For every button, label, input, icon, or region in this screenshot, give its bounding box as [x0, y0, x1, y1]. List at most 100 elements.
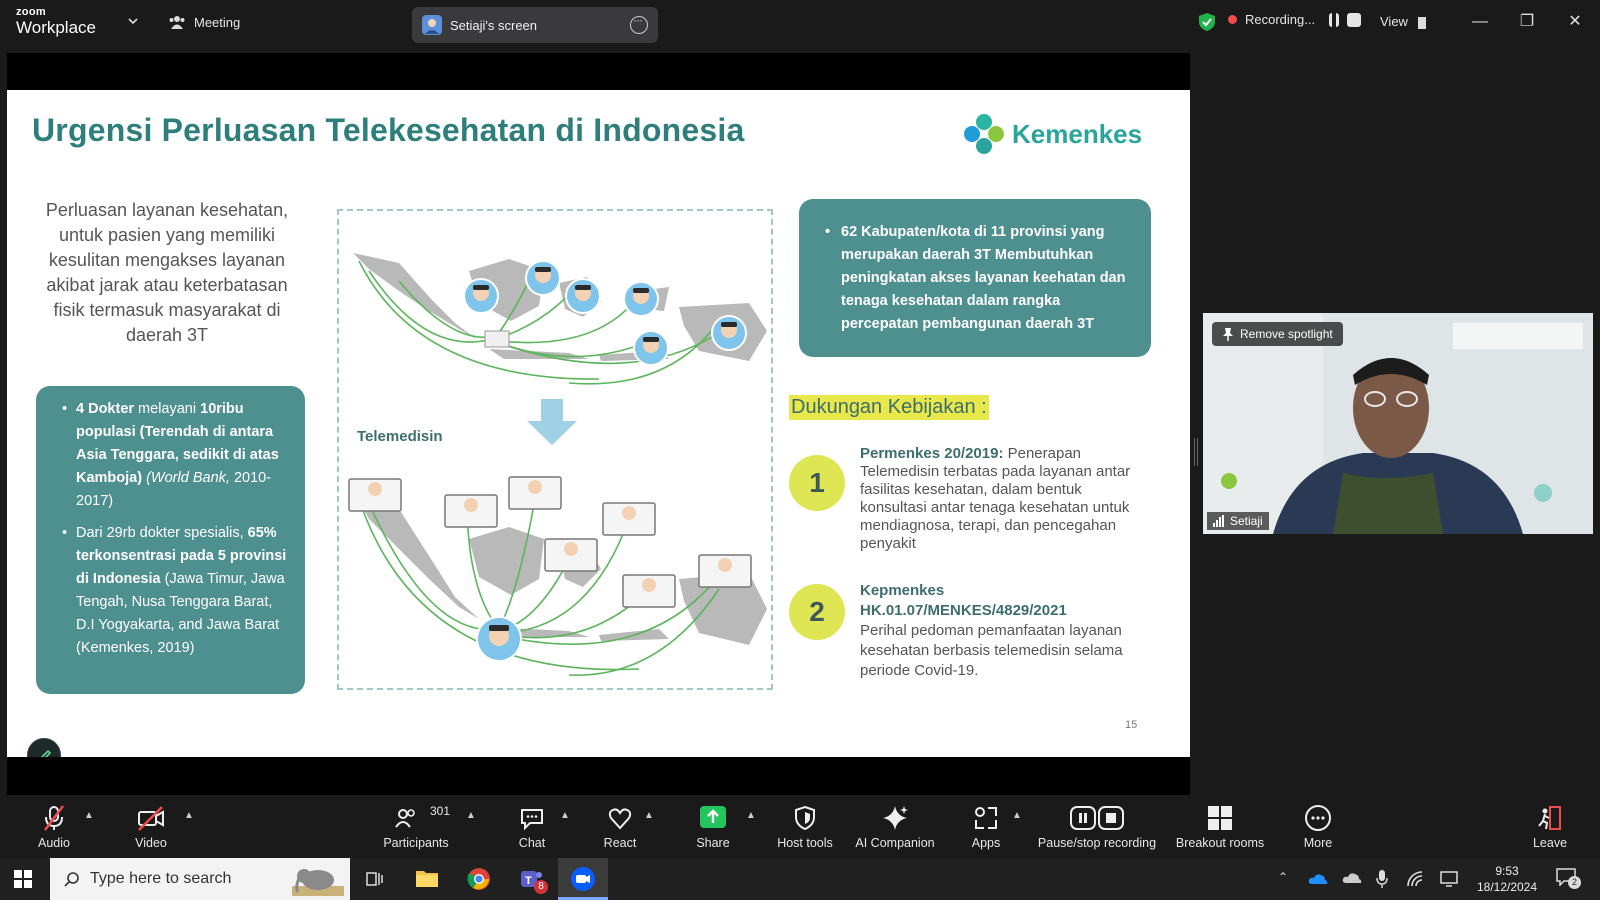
teams-icon: T [521, 871, 542, 887]
chat-icon [521, 809, 543, 831]
video-options-caret-icon[interactable]: ▲ [184, 810, 194, 821]
meeting-menu[interactable]: Meeting [168, 14, 240, 30]
sparkle-icon [883, 806, 908, 830]
breakout-rooms-button[interactable]: Breakout rooms [1172, 804, 1268, 850]
slide-page-number: 15 [1125, 719, 1138, 731]
panel-resize-handle[interactable] [1194, 438, 1198, 466]
stat-text: melayani [134, 401, 201, 417]
zoom-workplace-logo[interactable]: zoom Workplace [16, 6, 96, 37]
breakout-rooms-icon [1208, 806, 1232, 830]
microphone-tray-icon[interactable] [1376, 870, 1388, 888]
pause-recording-icon[interactable] [1329, 12, 1340, 27]
avatar-icon [422, 15, 442, 35]
pause-stop-recording-button[interactable]: Pause/stop recording [1034, 804, 1160, 850]
policy-number-1: 1 [789, 455, 845, 511]
participants-icon [395, 809, 415, 828]
elephant-icon [292, 869, 344, 896]
chat-caret-icon[interactable]: ▲ [560, 810, 570, 821]
annotate-pen-button[interactable] [27, 738, 61, 757]
recording-dot-icon [1228, 15, 1237, 24]
stop-recording-icon[interactable] [1347, 12, 1362, 27]
zoom-app[interactable] [558, 858, 608, 900]
chevron-down-icon[interactable] [126, 14, 140, 28]
view-menu[interactable]: View [1380, 14, 1426, 29]
audio-options-caret-icon[interactable]: ▲ [84, 810, 94, 821]
share-caret-icon[interactable]: ▲ [746, 810, 756, 821]
participants-caret-icon[interactable]: ▲ [466, 810, 476, 821]
react-caret-icon[interactable]: ▲ [644, 810, 654, 821]
host-tools-button[interactable]: Host tools [772, 804, 838, 850]
wifi-icon[interactable] [1406, 871, 1424, 887]
stat-item-doctors: 4 Dokter melayani 10ribu populasi (Teren… [50, 398, 291, 513]
task-view-icon[interactable] [366, 870, 384, 888]
minimize-icon[interactable]: — [1472, 13, 1488, 30]
close-icon[interactable]: ✕ [1568, 13, 1582, 30]
presentation-slide: Urgensi Perluasan Telekesehatan di Indon… [7, 90, 1190, 757]
show-hidden-icons-icon[interactable]: ⌃ [1278, 870, 1289, 884]
restore-icon[interactable]: ❐ [1519, 13, 1535, 30]
stat-source-years: 2010-2017) [76, 470, 272, 509]
title-bar: zoom Workplace Meeting Setiaji's screen … [0, 0, 1600, 46]
more-button[interactable]: More [1298, 804, 1338, 850]
doctor-stats-card: 4 Dokter melayani 10ribu populasi (Teren… [36, 386, 305, 694]
policy-1-text: Permenkes 20/2019: Penerapan Telemedisin… [860, 445, 1150, 553]
brand-bottom: Workplace [16, 18, 96, 37]
kemenkes-logo-icon [964, 114, 1004, 154]
remove-spotlight-button[interactable]: Remove spotlight [1212, 322, 1343, 346]
chrome-app[interactable] [454, 858, 504, 900]
slide-title: Urgensi Perluasan Telekesehatan di Indon… [32, 112, 745, 148]
apps-button[interactable]: Apps [966, 804, 1006, 850]
share-screen-icon [700, 806, 726, 828]
apps-caret-icon[interactable]: ▲ [1012, 810, 1022, 821]
recording-status: Recording... [1228, 12, 1362, 27]
windows-start-icon[interactable] [14, 870, 32, 888]
search-icon [64, 872, 79, 887]
microphone-muted-icon [44, 805, 64, 831]
heart-icon [608, 808, 632, 830]
file-explorer-app[interactable] [402, 858, 452, 900]
more-icon [1305, 805, 1331, 831]
onedrive-icon[interactable] [1308, 872, 1328, 886]
system-clock[interactable]: 9:53 18/12/2024 [1472, 863, 1542, 895]
participants-button[interactable]: 301 Participants [378, 804, 454, 850]
ai-companion-button[interactable]: AI Companion [852, 804, 938, 850]
display-icon[interactable] [1440, 871, 1458, 887]
policy-1-title: Permenkes 20/2019: [860, 445, 1004, 462]
teams-app[interactable]: T 8 [506, 858, 556, 900]
react-button[interactable]: React [600, 804, 640, 850]
chat-button[interactable]: Chat [512, 804, 552, 850]
recording-label: Recording... [1245, 12, 1316, 27]
more-label: More [1303, 836, 1333, 850]
shield-check-icon[interactable] [1198, 12, 1216, 32]
screen-share-pill[interactable]: Setiaji's screen [412, 7, 658, 43]
meeting-label: Meeting [194, 14, 241, 30]
brand-top: zoom [16, 6, 46, 18]
cloud-sync-icon[interactable] [1342, 871, 1362, 887]
audio-button[interactable]: Audio [34, 804, 74, 850]
leave-button[interactable]: Leave [1530, 804, 1570, 850]
stat-source: (World Bank, [142, 470, 230, 486]
dukungan-kebijakan-heading: Dukungan Kebijakan : [789, 395, 989, 420]
notification-center[interactable]: 2 [1556, 868, 1581, 889]
clock-date: 18/12/2024 [1476, 880, 1538, 894]
participant-video-tile[interactable]: Remove spotlight Setiaji [1203, 313, 1593, 534]
folder-icon [416, 871, 438, 887]
share-button[interactable]: Share [693, 804, 733, 850]
taskbar-search-box[interactable]: Type here to search [50, 858, 350, 900]
camera-off-icon [138, 806, 164, 831]
pause-stop-icon [1070, 806, 1124, 830]
more-options-icon[interactable] [630, 13, 648, 34]
leave-label: Leave [1532, 836, 1568, 850]
notification-icon [1556, 868, 1576, 887]
policy-2-body: Perihal pedoman pemanfaatan layanan kese… [860, 622, 1123, 679]
indonesia-map-bottom [348, 476, 767, 676]
audio-label: Audio [38, 836, 70, 850]
participants-icon-wrap: 301 [378, 804, 454, 832]
view-layout-icon [1417, 16, 1426, 29]
chrome-icon [467, 868, 490, 890]
participant-name: Setiaji [1230, 514, 1263, 528]
video-button[interactable]: Video [128, 804, 174, 850]
policy-2-text: Kepmenkes HK.01.07/MENKES/4829/2021 Peri… [860, 581, 1150, 681]
meeting-icon [169, 16, 185, 29]
apps-label: Apps [971, 836, 1001, 850]
